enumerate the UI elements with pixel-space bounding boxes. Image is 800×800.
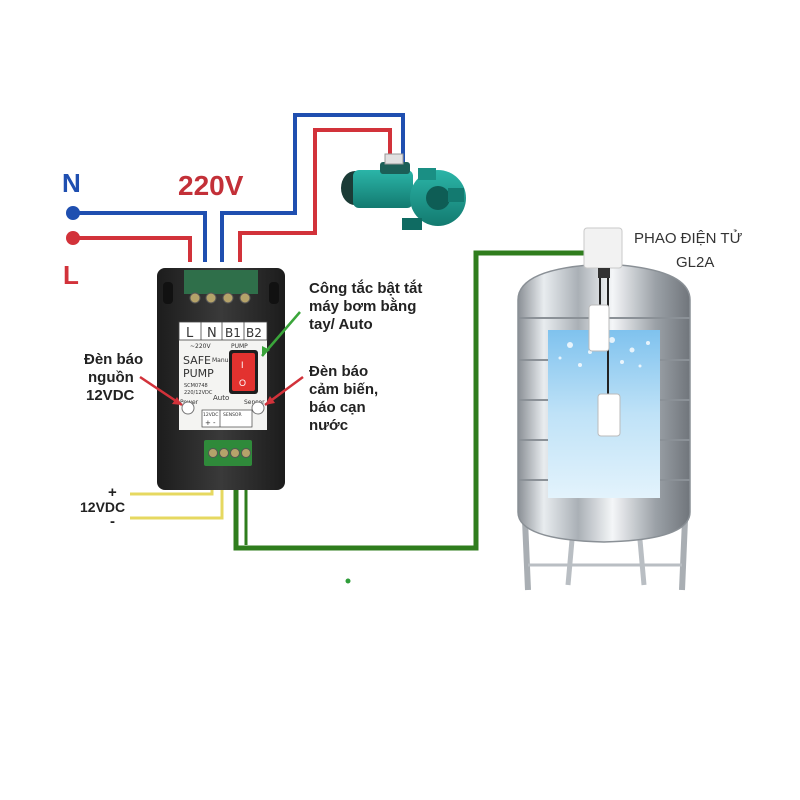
stray-dot	[345, 578, 351, 584]
line-label: L	[63, 260, 79, 290]
sensor-box-label: SENSOR	[223, 412, 242, 418]
switch-note-line1: Công tắc bật tắt	[309, 279, 422, 297]
dc-plus-label: +	[108, 484, 117, 501]
dc-box-plus: +	[205, 419, 211, 427]
switch-arrow	[261, 311, 301, 357]
power-led	[181, 401, 195, 415]
float-title-line2: GL2A	[676, 254, 714, 271]
model-line2: 220/12VDC	[184, 390, 213, 396]
rocker-switch[interactable]: I O	[229, 350, 258, 394]
pump-wire-red	[238, 128, 392, 262]
switch-note-line3: tay/ Auto	[309, 316, 373, 333]
sensor-note-line4: nước	[309, 417, 348, 434]
switch-label-auto: Auto	[213, 394, 229, 402]
float-sensor-icon	[583, 227, 623, 437]
terminal-label-row: L N B1 B2 ~220V PUMP	[178, 321, 268, 350]
terminal-N: N	[207, 326, 217, 341]
sensor-wire	[233, 250, 593, 551]
brand-line2: PUMP	[183, 367, 214, 380]
sensor-note-line2: cảm biến,	[309, 381, 378, 398]
power-note-line1: Đèn báo	[84, 351, 143, 368]
sensor-led	[251, 401, 265, 415]
brand-line1: SAFE	[183, 354, 211, 367]
power-arrowhead	[172, 397, 182, 405]
terminal-B2: B2	[246, 326, 262, 340]
model-line1: SCM0748	[184, 383, 208, 389]
switch-label-manual: Manual	[212, 357, 234, 364]
sensor-arrowhead	[265, 396, 275, 405]
pump-wire-blue	[220, 113, 405, 262]
top-screws	[189, 292, 251, 304]
sensor-note-line1: Đèn báo	[309, 363, 368, 380]
dc-box-label: 12VDC	[203, 412, 218, 418]
dc-sensor-label-row: 12VDC SENSOR + -	[201, 409, 253, 428]
terminal-L: L	[186, 326, 194, 341]
power-note-line3: 12VDC	[86, 387, 135, 404]
terminal-sub-pump: PUMP	[231, 343, 248, 350]
float-title-line1: PHAO ĐIỆN TỬ	[634, 229, 743, 247]
line-wire	[73, 236, 192, 262]
power-note-line2: nguồn	[88, 369, 134, 386]
dc-box-minus: -	[213, 419, 216, 427]
controller-box: L N B1 B2 ~220V PUMP SAFE PUMP SCM0748 2…	[157, 268, 285, 490]
switch-note-line2: máy bơm bằng	[309, 297, 416, 315]
sensor-note-line3: báo cạn	[309, 399, 366, 416]
dc-input-label: 12VDC	[80, 499, 125, 515]
voltage-label: 220V	[178, 170, 244, 201]
bubbles	[558, 337, 650, 368]
line-terminal	[66, 231, 80, 245]
switch-arrowhead	[262, 346, 270, 356]
terminal-B1: B1	[225, 326, 241, 340]
water-pump-icon	[341, 153, 466, 230]
neutral-terminal	[66, 206, 80, 220]
terminal-sub-220: ~220V	[190, 343, 211, 350]
dc-minus-label: -	[110, 513, 115, 530]
bottom-screws	[208, 448, 251, 458]
neutral-label: N	[62, 168, 81, 198]
switch-on-mark: I	[241, 360, 244, 370]
neutral-wire	[73, 211, 207, 262]
switch-off-mark: O	[239, 378, 246, 388]
